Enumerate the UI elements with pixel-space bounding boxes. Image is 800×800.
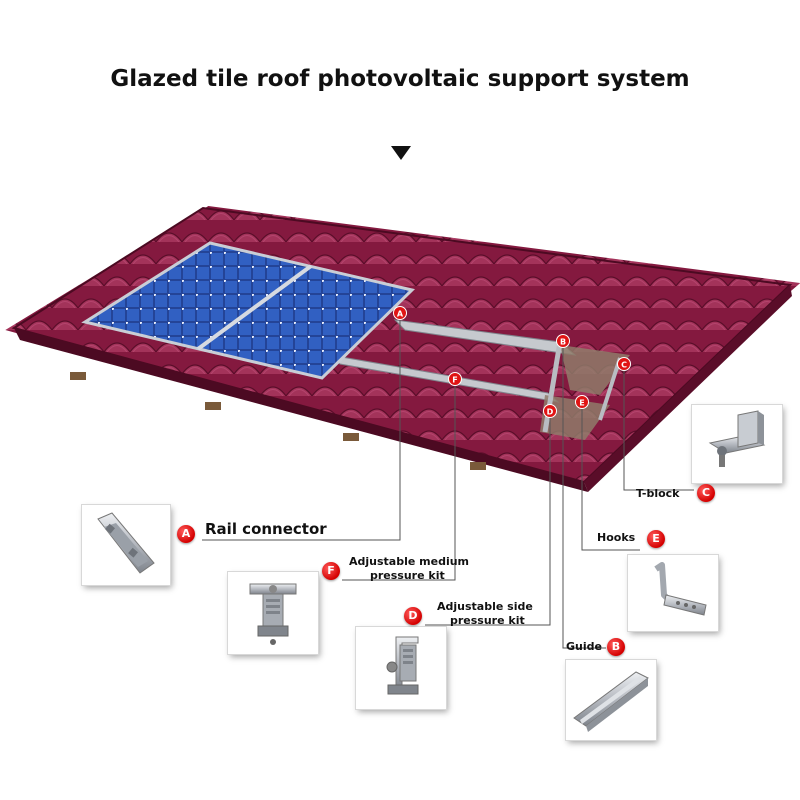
label-side-line2: pressure kit xyxy=(450,614,525,627)
rail-connector-icon xyxy=(97,512,155,574)
badge-c: C xyxy=(697,484,715,502)
label-rail-connector: Rail connector xyxy=(205,520,327,538)
label-t-block: T-block xyxy=(636,487,680,500)
label-guide: Guide xyxy=(566,640,602,653)
t-block-icon xyxy=(708,410,766,467)
roof-markers: A B C D E F xyxy=(393,306,631,418)
t-block-image xyxy=(692,405,782,483)
mid-clamp-icon xyxy=(249,583,297,645)
down-arrow-icon xyxy=(391,146,411,160)
rail-connector-image xyxy=(82,505,170,585)
badge-b: B xyxy=(607,638,625,656)
badge-d: D xyxy=(404,607,422,625)
svg-text:F: F xyxy=(452,376,457,385)
mid-clamp-image xyxy=(228,572,318,654)
svg-text:A: A xyxy=(397,310,404,319)
side-clamp-icon xyxy=(386,636,419,695)
badge-e: E xyxy=(647,530,665,548)
mounting-rails xyxy=(328,319,630,440)
svg-text:E: E xyxy=(579,399,584,408)
solar-panels xyxy=(81,241,416,380)
roof-battens xyxy=(70,372,486,470)
diagram-title: Glazed tile roof photovoltaic support sy… xyxy=(110,66,690,92)
svg-text:C: C xyxy=(621,361,627,370)
guide-rail-image xyxy=(566,660,656,740)
svg-text:B: B xyxy=(560,338,566,347)
label-medium-line1: Adjustable medium xyxy=(349,555,470,568)
guide-rail-icon xyxy=(573,671,649,732)
roof-hook-image xyxy=(628,555,718,631)
label-side-line1: Adjustable side xyxy=(437,600,533,613)
label-medium-line2: pressure kit xyxy=(370,569,445,582)
side-clamp-image xyxy=(356,627,446,709)
svg-text:D: D xyxy=(547,408,554,417)
badge-f: F xyxy=(322,562,340,580)
badge-a: A xyxy=(177,525,195,543)
roof-hook-icon xyxy=(654,562,707,616)
leader-lines xyxy=(202,316,694,649)
label-hooks: Hooks xyxy=(597,531,636,544)
